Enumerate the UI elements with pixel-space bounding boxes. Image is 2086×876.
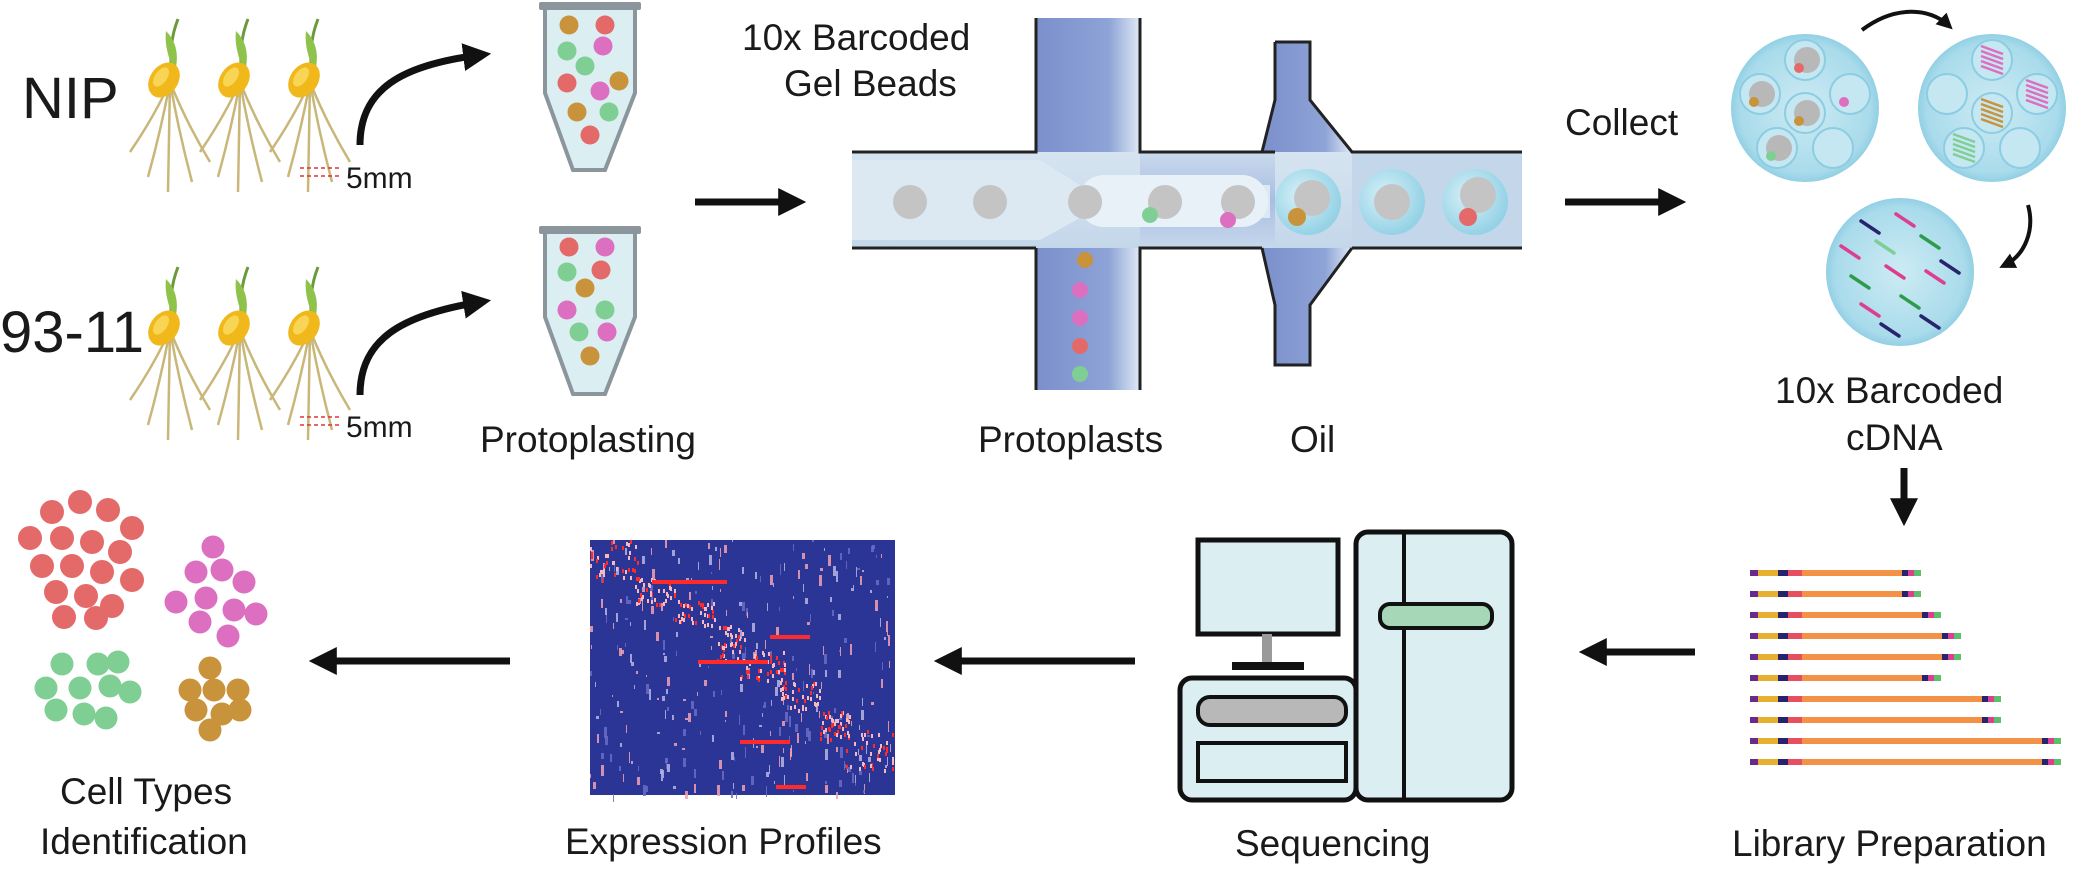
library-fragment <box>1750 612 1941 618</box>
microfluidic-chip-icon <box>852 18 1522 390</box>
droplet-icon <box>1826 198 1974 346</box>
sequencer-icon <box>1177 529 1515 803</box>
label-collect: Collect <box>1565 102 1679 143</box>
library-fragment <box>1750 738 2061 744</box>
cell-cluster-icon <box>18 490 268 742</box>
library-fragment <box>1750 675 1941 681</box>
tube-icon <box>539 226 641 396</box>
label-gel-beads-line1: 10x Barcoded <box>742 17 970 58</box>
library-fragment <box>1750 633 1961 639</box>
seedling-icon <box>268 18 352 193</box>
cell-cluster <box>18 490 144 630</box>
cell-cluster <box>34 650 142 730</box>
seedlings-group <box>128 18 352 441</box>
library-fragment <box>1750 570 1921 576</box>
library-fragment <box>1750 759 2061 765</box>
label-sequencing: Sequencing <box>1235 823 1430 864</box>
label-oil: Oil <box>1290 419 1335 460</box>
cut-marker-bottom <box>300 416 340 426</box>
seedling-icon <box>128 266 212 441</box>
label-cdna-line1: 10x Barcoded <box>1775 370 2003 411</box>
curved-arrow-icon <box>356 43 492 146</box>
label-protoplasts: Protoplasts <box>978 419 1163 460</box>
library-fragment <box>1750 696 2001 702</box>
droplet-icon <box>1731 34 1879 182</box>
droplet-cluster-group <box>1731 34 2066 346</box>
cut-label-bottom: 5mm <box>346 411 413 444</box>
label-protoplasting: Protoplasting <box>480 419 696 460</box>
curved-arrow-icon <box>1999 204 2033 268</box>
heatmap-background <box>590 540 895 795</box>
library-fragment <box>1750 717 2001 723</box>
cell-cluster <box>178 656 252 742</box>
label-library-preparation: Library Preparation <box>1732 823 2047 864</box>
label-cdna-line2: cDNA <box>1846 417 1943 458</box>
library-fragment <box>1750 654 1961 660</box>
droplet-icon <box>1442 169 1508 235</box>
library-fragments-group <box>1750 570 2061 765</box>
tubes-group <box>539 2 641 396</box>
seedling-icon <box>198 18 282 193</box>
label-expression-profiles: Expression Profiles <box>565 821 882 862</box>
heatmap-icon <box>590 540 895 802</box>
sample-label-nip: NIP <box>22 66 119 131</box>
seedling-icon <box>268 266 352 441</box>
cell-cluster <box>164 535 268 648</box>
cut-marker-top <box>300 167 340 177</box>
sample-label-9311: 93-11 <box>0 300 144 365</box>
label-cell-types-line1: Cell Types <box>60 771 232 812</box>
label-cell-types-line2: Identification <box>40 821 248 862</box>
seedling-icon <box>128 18 212 193</box>
droplet-icon <box>1918 34 2066 182</box>
curved-arrow-icon <box>1860 9 1953 32</box>
label-gel-beads-line2: Gel Beads <box>784 63 957 104</box>
droplet-icon <box>1275 169 1341 235</box>
droplet-icon <box>1359 169 1425 235</box>
seedling-icon <box>198 266 282 441</box>
curved-arrow-icon <box>356 290 492 396</box>
tube-icon <box>539 2 641 172</box>
cut-label-top: 5mm <box>346 162 413 195</box>
library-fragment <box>1750 591 1921 597</box>
